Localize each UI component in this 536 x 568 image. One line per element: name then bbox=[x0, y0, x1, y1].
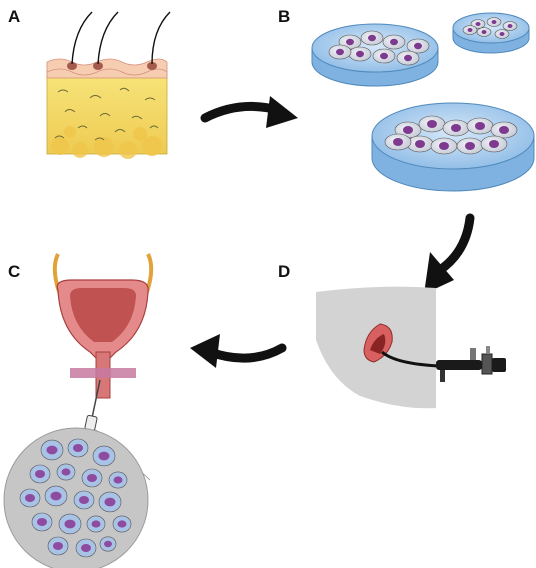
cell bbox=[99, 536, 117, 552]
cell bbox=[486, 17, 502, 27]
panel-label-d: D bbox=[278, 262, 290, 281]
panel-label-b: B bbox=[278, 7, 290, 26]
curved-arrow-down-left bbox=[424, 213, 475, 294]
curved-arrow-left bbox=[190, 334, 287, 368]
hairs bbox=[71, 11, 171, 65]
skin-tissue-icon bbox=[46, 11, 171, 159]
cell bbox=[19, 488, 41, 508]
bladder-lumen bbox=[70, 288, 136, 342]
scope-handle bbox=[436, 346, 506, 382]
cell bbox=[75, 538, 97, 558]
curved-arrow-right bbox=[200, 96, 298, 128]
cell bbox=[476, 27, 492, 37]
cell bbox=[86, 515, 106, 533]
magnified-cells bbox=[19, 438, 132, 558]
cell bbox=[382, 34, 406, 50]
cell bbox=[480, 135, 508, 153]
fat-lobules bbox=[51, 126, 162, 159]
cell bbox=[328, 44, 352, 60]
cell bbox=[384, 133, 412, 151]
cell bbox=[466, 117, 494, 135]
cell bbox=[372, 48, 396, 64]
scope-cable bbox=[381, 350, 441, 368]
bladder-injection-icon bbox=[3, 253, 154, 568]
cell bbox=[396, 50, 420, 66]
cell bbox=[31, 512, 53, 532]
cell bbox=[40, 439, 64, 461]
panel-label-a: A bbox=[8, 7, 20, 26]
cell bbox=[67, 438, 89, 458]
cell bbox=[418, 115, 446, 133]
injection-needle bbox=[91, 379, 101, 419]
cell bbox=[56, 463, 76, 481]
cell bbox=[112, 515, 132, 533]
cell bbox=[81, 468, 103, 488]
fiber-strokes bbox=[54, 87, 159, 141]
cell bbox=[92, 445, 116, 467]
cell bbox=[456, 137, 484, 155]
cultured-cells bbox=[328, 17, 518, 155]
cell bbox=[29, 464, 51, 484]
endoscope-icon bbox=[316, 286, 506, 409]
petri-dish-cell-culture-icon bbox=[311, 12, 535, 192]
cell bbox=[490, 121, 518, 139]
cell bbox=[44, 485, 68, 507]
sphincter-band bbox=[70, 368, 136, 378]
cell bbox=[58, 513, 82, 535]
cell bbox=[348, 46, 372, 62]
cell bbox=[430, 137, 458, 155]
cell bbox=[442, 119, 470, 137]
cell bbox=[73, 490, 95, 510]
cell bbox=[108, 471, 128, 489]
hair-follicles bbox=[67, 62, 157, 70]
cell bbox=[462, 25, 478, 35]
cell bbox=[47, 536, 69, 556]
cell bbox=[360, 30, 384, 46]
cell bbox=[406, 38, 430, 54]
cell bbox=[502, 21, 518, 31]
cell bbox=[98, 491, 122, 513]
cell bbox=[494, 29, 510, 39]
panel-label-c: C bbox=[8, 262, 20, 281]
